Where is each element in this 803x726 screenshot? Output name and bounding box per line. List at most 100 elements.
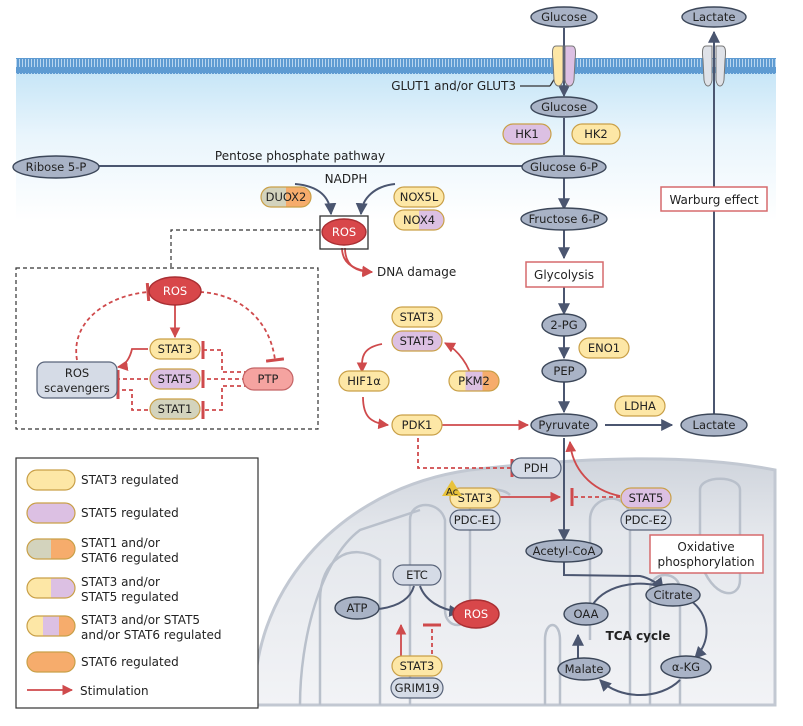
stat5-inset-node: STAT5 (149, 368, 201, 390)
ldha-shape (614, 395, 666, 417)
eno1-node: ENO1 (578, 337, 630, 359)
legend-label: STAT5 regulated (81, 506, 179, 520)
duox2-shape (260, 186, 312, 208)
etc-label: ETC (406, 568, 428, 582)
citrate-node: Citrate (645, 583, 701, 607)
glut-label: GLUT1 and/or GLUT3 (391, 79, 516, 93)
ros-cyto-shape (321, 218, 367, 246)
stat1-inset-node: STAT1 (149, 398, 201, 420)
glycolysis-box (525, 261, 604, 288)
ldha-label: LDHA (624, 399, 656, 413)
pdc-e2-node: PDC-E2 (620, 509, 672, 531)
oxphos-label-1: Oxidative (677, 540, 734, 554)
grim19-node: GRIM19 (390, 677, 444, 699)
pkm2-node: PKM2 (448, 370, 500, 392)
stat5-inset-label: STAT5 (158, 372, 193, 386)
ros-mito-node: ROS (452, 599, 500, 629)
legend-label: STAT6 regulated (81, 655, 179, 669)
nox5l-node: NOX5L (393, 186, 445, 208)
hk2-label: HK2 (584, 127, 608, 141)
legend-stimulation-label: Stimulation (80, 684, 149, 698)
glucose-ext-node: Glucose (530, 6, 598, 28)
ptp-shape (242, 367, 294, 391)
malate-label: Malate (565, 662, 604, 676)
pep-node: PEP (541, 359, 587, 383)
nox5l-shape (393, 186, 445, 208)
glucose-ext-shape (530, 6, 598, 28)
stat3-etc-node: STAT3 (391, 655, 443, 677)
pkm2-shape (448, 370, 500, 392)
legend-label-line2: STAT6 regulated (81, 551, 179, 565)
grim19-shape (390, 677, 444, 699)
malate-shape (557, 657, 611, 681)
stat3-etc-shape (391, 655, 443, 677)
warburg-label: Warburg effect (669, 193, 758, 207)
legend-item: STAT5 regulated (26, 502, 179, 524)
ldha-node: LDHA (614, 395, 666, 417)
atp-label: ATP (347, 601, 368, 615)
nox4-node: NOX4 (393, 209, 445, 231)
grim19-label: GRIM19 (395, 681, 440, 695)
stat5-cyto-node: STAT5 (391, 330, 443, 352)
pdh-label: PDH (524, 461, 548, 475)
lactate-in-label: Lactate (693, 418, 736, 432)
pdc-e1-label: PDC-E1 (454, 513, 497, 527)
ros-to-dna-arrow (344, 247, 374, 278)
ros-inset-node: ROS (148, 276, 202, 306)
pdc-e1-shape (449, 509, 501, 531)
pdk1-node: PDK1 (391, 414, 443, 436)
acetyl-coa-label: Acetyl-CoA (533, 544, 596, 558)
stat5-cyto-label: STAT5 (400, 334, 435, 348)
lactate-in-shape (680, 413, 748, 437)
atp-node: ATP (334, 596, 380, 620)
pep-shape (541, 359, 587, 383)
pkm2-label: PKM2 (458, 374, 490, 388)
pdc-e1-node: PDC-E1 (449, 509, 501, 531)
hk2-shape (571, 123, 621, 145)
lactate-transporter (701, 45, 727, 87)
lactate-in-node: Lactate (680, 413, 748, 437)
warburg-box (660, 186, 768, 212)
cell-membrane (16, 58, 776, 74)
acetyl-coa-node: Acetyl-CoA (525, 539, 603, 563)
glut-transporter (551, 45, 577, 87)
alpha-kg-label: α-KG (672, 660, 700, 674)
oxphos-box (649, 534, 764, 574)
fructose-6p-node: Fructose 6-P (520, 207, 608, 231)
glucose-ext-label: Glucose (541, 10, 587, 24)
oxphos-label-2: phosphorylation (657, 555, 754, 569)
hk1-shape (502, 123, 552, 145)
stat3-inset-label: STAT3 (158, 342, 193, 356)
legend-swatch (26, 502, 76, 524)
legend-label-line2: and/or STAT6 regulated (81, 628, 221, 642)
legend-swatch (26, 577, 76, 599)
pyruvate-node: Pyruvate (530, 413, 598, 437)
lactate-ext-label: Lactate (693, 10, 736, 24)
stat3-mito-label: STAT3 (458, 491, 493, 505)
legend-swatch (26, 651, 76, 673)
acetyl-coa-shape (525, 539, 603, 563)
acetyl-triangle-icon (442, 480, 462, 496)
acetyl-label: Ac (446, 487, 458, 498)
glycolysis-label: Glycolysis (534, 268, 594, 282)
stat3-mito-shape (449, 487, 501, 509)
legend-label: STAT3 regulated (81, 473, 179, 487)
glucose-in-node: Glucose (530, 96, 598, 118)
pdh-shape (510, 457, 562, 479)
oaa-shape (563, 602, 609, 626)
malate-node: Malate (557, 657, 611, 681)
dna-damage-label: DNA damage (377, 265, 456, 279)
legend-item: STAT6 regulated (26, 651, 179, 673)
hk2-node: HK2 (571, 123, 621, 145)
ros-inset-label: ROS (163, 284, 187, 298)
legend-item: STAT3 regulated (26, 469, 179, 491)
legend-swatch (26, 615, 76, 637)
stat3-inset-node: STAT3 (149, 338, 201, 360)
duox2-node: DUOX2 (260, 186, 312, 208)
ros-highlight-box (319, 215, 369, 250)
atp-shape (334, 596, 380, 620)
glucose-in-label: Glucose (541, 100, 587, 114)
2-pg-node: 2-PG (541, 313, 587, 337)
